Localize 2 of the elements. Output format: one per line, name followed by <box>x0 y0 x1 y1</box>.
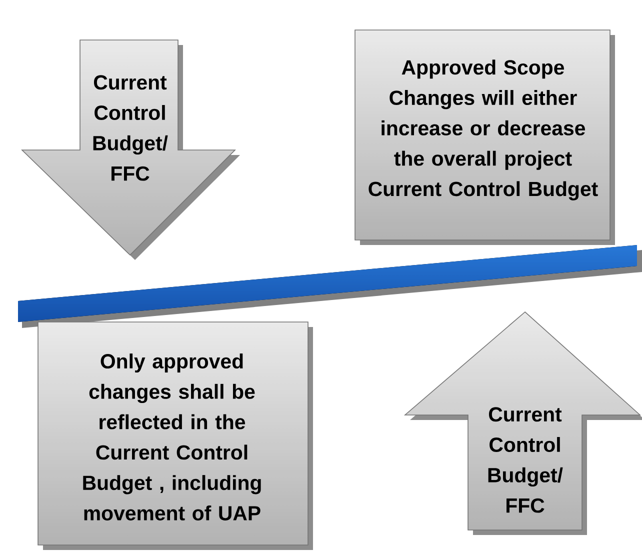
text-box: Only approved changes shall be reflected in the Current Control Budget , including movement of UAP <box>38 322 313 550</box>
text-box: Approved Scope Changes will either increase or decrease the overall project Current Control Budget <box>354 30 615 245</box>
